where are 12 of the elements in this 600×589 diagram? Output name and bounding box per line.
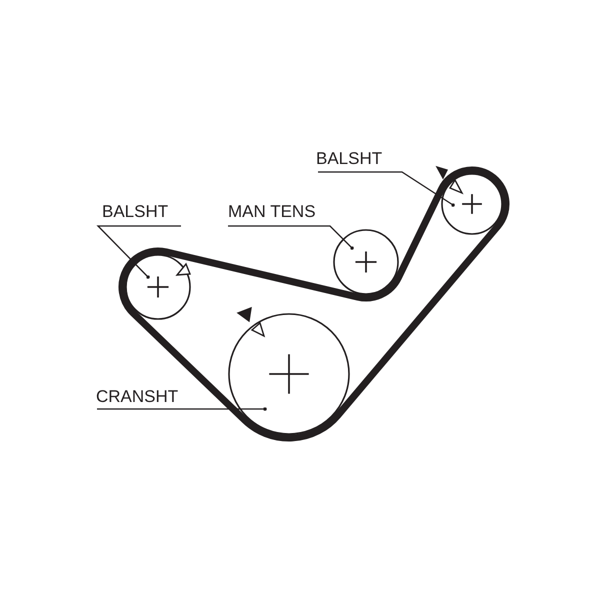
pulley — [333, 229, 399, 295]
part-label: CRANSHT — [96, 388, 178, 406]
part-label: MAN TENS — [228, 203, 316, 221]
leader-line — [228, 225, 354, 250]
leader-line — [96, 225, 181, 279]
leader-line — [97, 407, 267, 411]
pulley — [228, 313, 350, 435]
pulley — [125, 254, 191, 320]
leader-line — [318, 171, 455, 207]
part-label: BALSHT — [102, 203, 168, 221]
part-label: BALSHT — [316, 150, 382, 168]
pulley — [441, 173, 503, 235]
